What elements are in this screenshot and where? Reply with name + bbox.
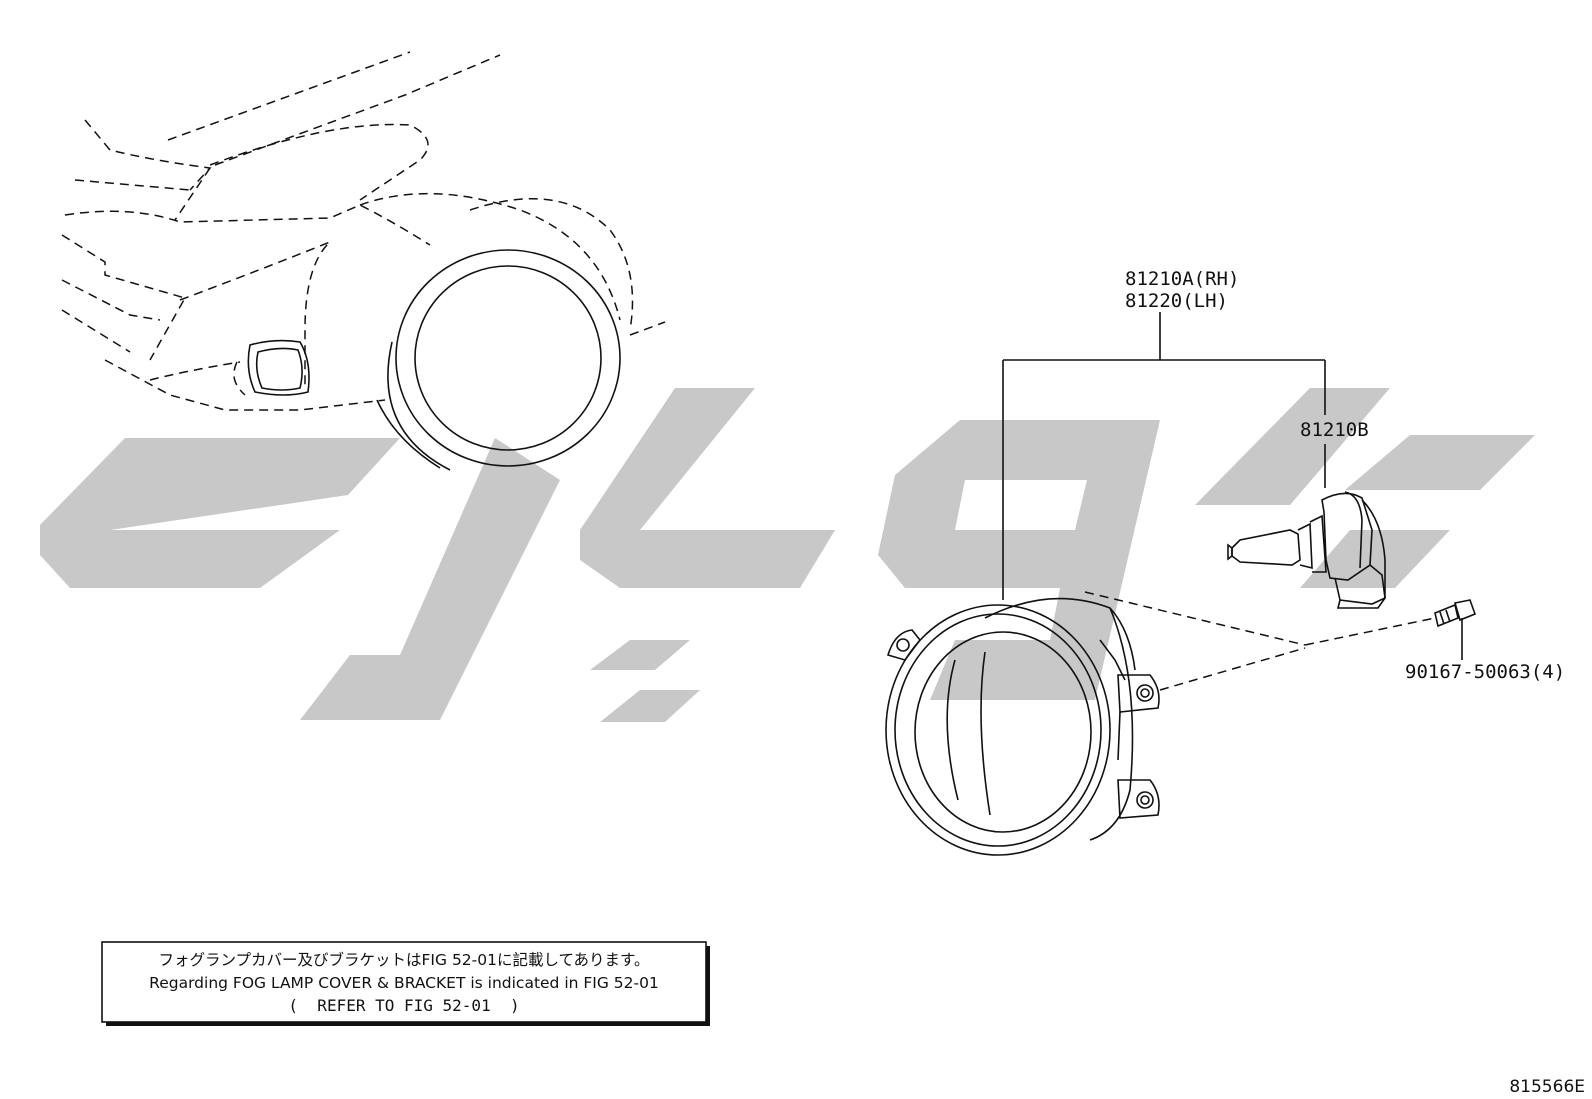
note-line-english: Regarding FOG LAMP COVER & BRACKET is in… [149, 974, 659, 992]
watermark-shape-6 [1345, 435, 1535, 490]
callout-bulb-number: 81210B [1300, 419, 1369, 441]
callout-screw: 90167-50063(4) [1405, 618, 1565, 683]
fog-lamp-drawing [885, 591, 1436, 856]
watermark-dot-2 [600, 690, 700, 722]
watermark-shape-2 [300, 438, 560, 720]
screw-drawing [1434, 599, 1477, 628]
callout-screw-number: 90167-50063(4) [1405, 661, 1565, 683]
watermark-logo [40, 388, 1535, 722]
callout-assembly-leader [1002, 312, 1326, 600]
watermark-shape-7 [1300, 530, 1450, 588]
note-line-reference: ( REFER TO FIG 52-01 ) [288, 996, 519, 1015]
callout-assembly: 81210A(RH) 81220(LH) [1002, 268, 1326, 600]
figure-code: 815566E [1509, 1077, 1585, 1097]
note-box: フォグランプカバー及びブラケットはFIG 52-01に記載してあります。 Reg… [101, 941, 710, 1026]
watermark-shape-1 [40, 438, 400, 588]
callout-bulb: 81210B [1300, 419, 1369, 488]
callout-assembly-rh: 81210A(RH) [1125, 268, 1239, 290]
watermark-shape-4 [878, 420, 1160, 700]
watermark-dot-1 [590, 640, 690, 670]
watermark-shape-5 [1195, 388, 1390, 505]
fog-bulb-drawing [1227, 491, 1386, 609]
watermark-shape-3 [580, 388, 835, 588]
callout-assembly-lh: 81220(LH) [1125, 290, 1228, 312]
note-box-frame [101, 941, 707, 1023]
note-line-japanese: フォグランプカバー及びブラケットはFIG 52-01に記載してあります。 [158, 950, 649, 969]
vehicle-front-outline [61, 51, 666, 471]
